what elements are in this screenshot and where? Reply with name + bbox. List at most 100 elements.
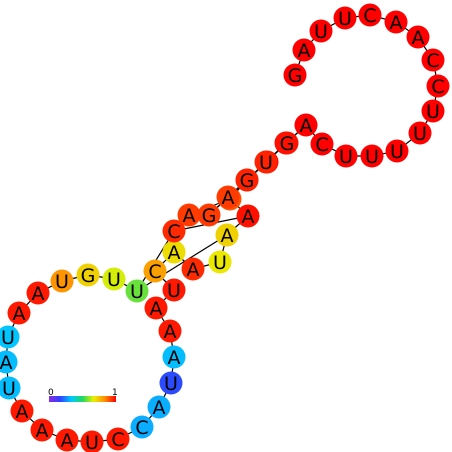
nucleotide-circle — [421, 48, 445, 72]
nucleotide-circle — [0, 350, 18, 374]
nucleotide: U — [80, 430, 104, 452]
nucleotide-letter: A — [183, 205, 196, 227]
nucleotide-circle — [358, 3, 382, 27]
nucleotide: A — [216, 185, 240, 209]
nucleotide-circle — [406, 25, 430, 49]
nucleotide-letter: U — [314, 21, 328, 43]
nucleotide-letter: U — [85, 432, 99, 452]
nucleotide-circle — [208, 250, 232, 274]
nucleotide-letter: A — [150, 298, 163, 320]
nucleotide: U — [309, 19, 333, 43]
nucleotide: A — [158, 319, 182, 343]
nucleotide-circle — [177, 203, 201, 227]
nucleotide-letter: A — [36, 420, 49, 442]
nucleotides: GAUUCAACCUUUUUCACUCAAAUAACUAAAUACCUAAAUA… — [0, 3, 450, 452]
nucleotide-circle — [310, 132, 334, 156]
nucleotide: G — [235, 168, 259, 192]
nucleotide-circle — [236, 204, 260, 228]
nucleotide-circle — [181, 257, 205, 281]
nucleotide-letter: U — [339, 146, 353, 168]
nucleotide-circle — [215, 223, 239, 247]
nucleotide-circle — [147, 395, 171, 419]
nucleotide-letter: C — [135, 417, 148, 439]
nucleotide-letter: A — [390, 12, 403, 34]
nucleotide-letter: U — [167, 280, 181, 302]
nucleotide-letter: A — [222, 187, 235, 209]
nucleotide-circle — [162, 240, 186, 264]
nucleotide: U — [385, 139, 409, 163]
nucleotide: U — [102, 267, 126, 291]
nucleotide-letter: U — [259, 152, 273, 174]
nucleotide-letter: C — [315, 134, 328, 156]
nucleotide-letter: C — [167, 221, 180, 243]
nucleotide-circle — [106, 427, 130, 451]
nucleotide-circle — [144, 296, 168, 320]
nucleotide: U — [125, 279, 149, 303]
nucleotide-circle — [159, 371, 183, 395]
nucleotide-circle — [408, 121, 432, 145]
nucleotide-circle — [162, 219, 186, 243]
legend-min-label: 0 — [48, 388, 54, 398]
nucleotide: A — [147, 395, 171, 419]
nucleotide-letter: A — [13, 303, 26, 325]
nucleotide: A — [26, 281, 50, 305]
nucleotide: C — [162, 219, 186, 243]
nucleotide: U — [334, 144, 358, 168]
nucleotide: C — [310, 132, 334, 156]
nucleotide-letter: A — [242, 206, 255, 228]
nucleotide-letter: A — [412, 27, 425, 49]
nucleotide-circle — [7, 301, 31, 325]
nucleotide: U — [408, 121, 432, 145]
nucleotide: A — [292, 38, 316, 62]
nucleotide-circle — [384, 10, 408, 34]
nucleotide-letter: G — [288, 65, 303, 87]
nucleotide-circle — [158, 319, 182, 343]
nucleotide-circle — [426, 74, 450, 98]
nucleotide: G — [275, 131, 299, 155]
nucleotide: U — [421, 99, 445, 123]
nucleotide-letter: A — [16, 401, 29, 423]
nucleotide-circle — [55, 428, 79, 452]
nucleotide-letter: G — [280, 133, 295, 155]
nucleotide-circle — [216, 185, 240, 209]
nucleotide: A — [384, 10, 408, 34]
nucleotide-circle — [421, 99, 445, 123]
nucleotide-circle — [333, 6, 357, 30]
nucleotide: U — [0, 376, 21, 400]
nucleotide: G — [283, 63, 307, 87]
nucleotide: U — [333, 6, 357, 30]
nucleotide-letter: U — [426, 101, 440, 123]
nucleotide: A — [10, 399, 34, 423]
nucleotide-circle — [130, 415, 154, 439]
nucleotide-circle — [197, 203, 221, 227]
nucleotide-circle — [235, 168, 259, 192]
nucleotide-letter: A — [300, 115, 313, 137]
nucleotide-letter: G — [81, 265, 96, 287]
nucleotide: A — [177, 203, 201, 227]
nucleotide: G — [197, 203, 221, 227]
nucleotide: A — [55, 428, 79, 452]
nucleotide-letter: G — [240, 170, 255, 192]
nucleotide-circle — [76, 263, 100, 287]
nucleotide-circle — [385, 139, 409, 163]
nucleotide-letter: U — [338, 8, 352, 30]
nucleotide-circle — [0, 376, 21, 400]
nucleotide-circle — [283, 63, 307, 87]
nucleotide: A — [7, 301, 31, 325]
nucleotide-letter: G — [202, 205, 217, 227]
nucleotide: U — [159, 371, 183, 395]
nucleotide-letter: A — [32, 283, 45, 305]
nucleotide-letter: U — [1, 327, 15, 349]
nucleotide: C — [426, 74, 450, 98]
nucleotide: A — [236, 204, 260, 228]
nucleotide-circle — [26, 281, 50, 305]
nucleotide-letter: A — [168, 242, 181, 264]
nucleotide-circle — [50, 269, 74, 293]
nucleotide-letter: U — [213, 252, 227, 274]
nucleotide-letter: U — [365, 146, 379, 168]
legend-gradient-bar — [49, 396, 116, 402]
nucleotide-letter: U — [2, 378, 16, 400]
legend-max-label: 1 — [112, 388, 118, 398]
nucleotide-letter: A — [0, 352, 13, 374]
nucleotide: C — [106, 427, 130, 451]
